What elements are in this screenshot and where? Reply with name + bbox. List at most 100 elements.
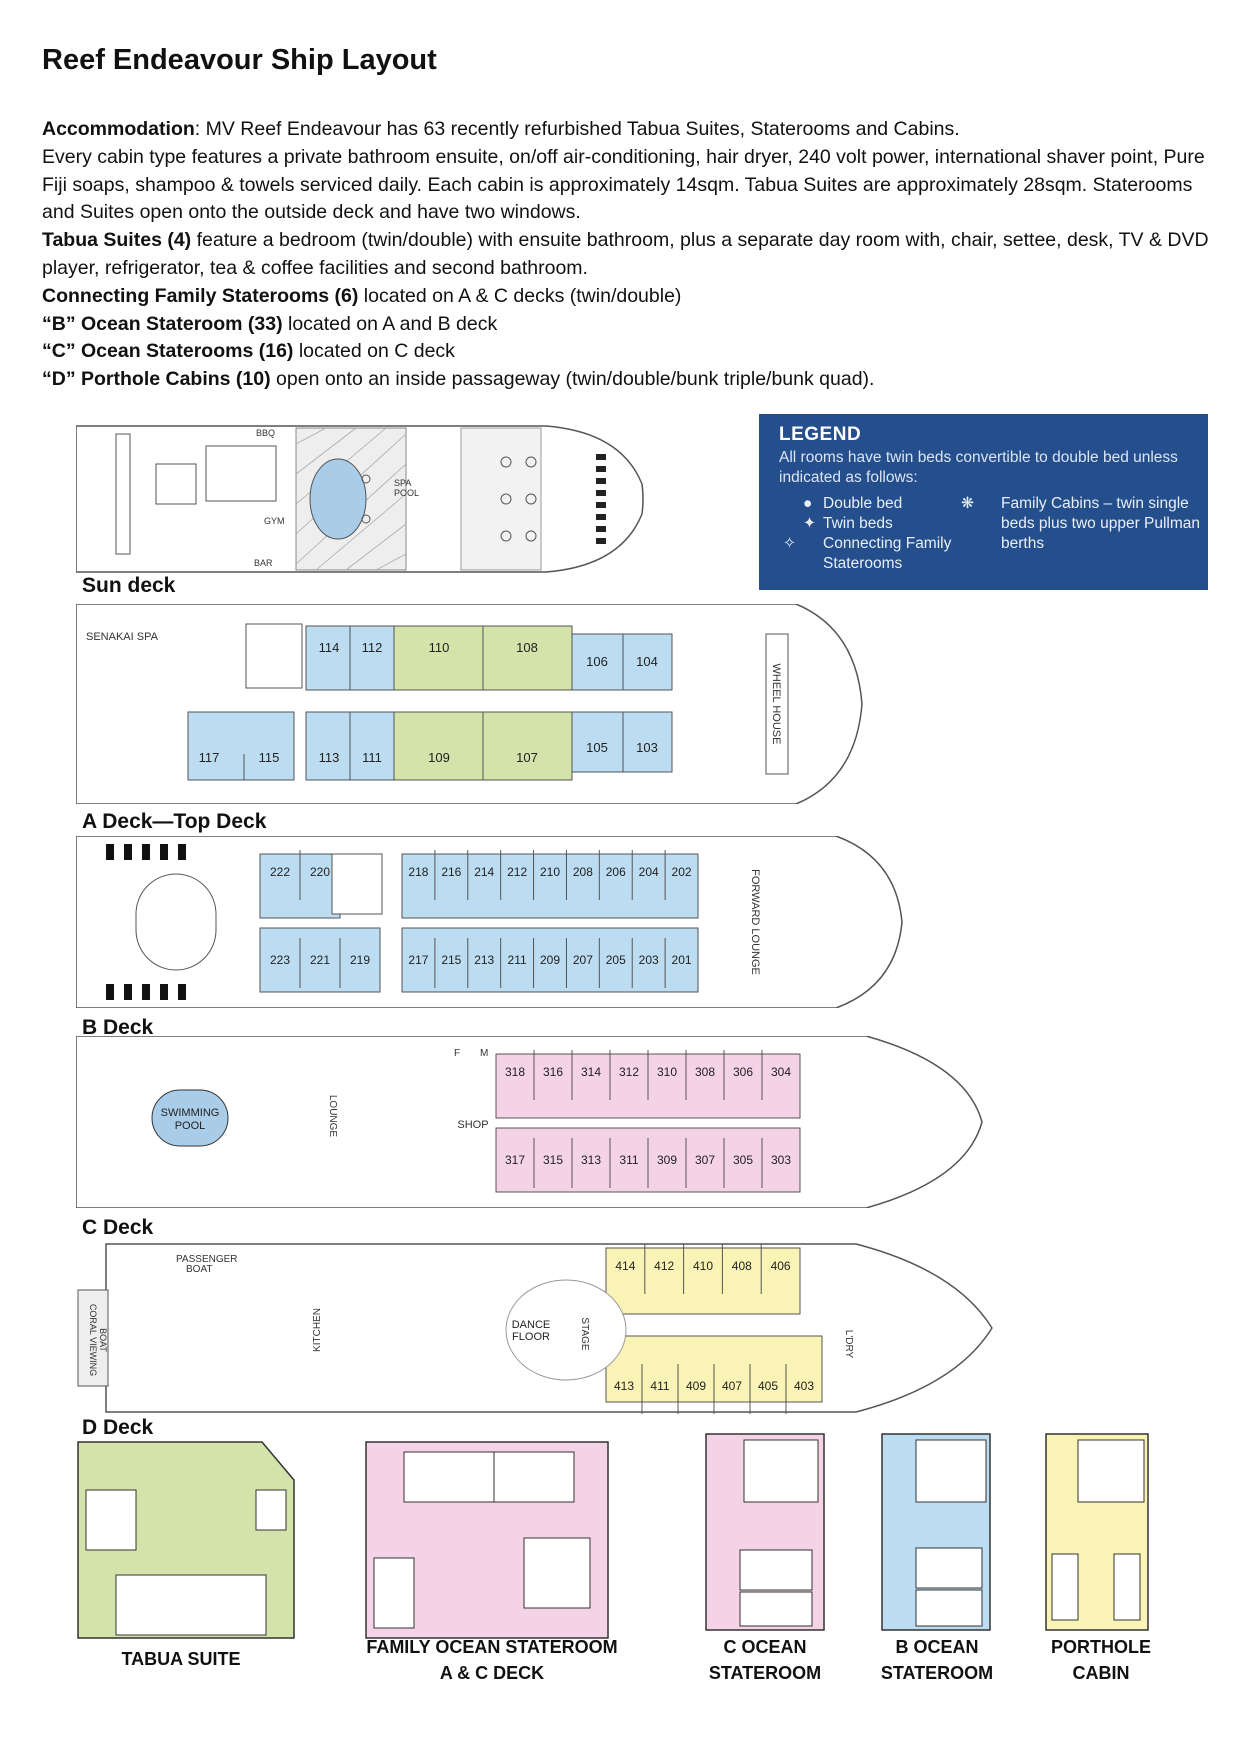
room-label: 405 [758, 1379, 778, 1393]
stage-label: STAGE [579, 1317, 590, 1350]
family-label: Connecting Family Staterooms (6) [42, 284, 359, 307]
a-bottom-block-1 [187, 711, 295, 781]
room-label: 103 [636, 740, 658, 755]
room-label: 207 [573, 953, 593, 967]
legend-box: LEGEND All rooms have twin beds converti… [759, 414, 1208, 590]
room-label: 306 [733, 1065, 753, 1079]
room-label: 220 [310, 865, 330, 879]
dance-label: DANCE [512, 1319, 551, 1331]
swimming-label: SWIMMING [161, 1107, 220, 1119]
tabua-suite-plan [77, 1441, 295, 1639]
room-label: 412 [654, 1259, 674, 1273]
room-label: 113 [319, 750, 340, 765]
room-label: 403 [794, 1379, 814, 1393]
room-label: 318 [505, 1065, 525, 1079]
room-label: 204 [639, 865, 659, 879]
tabua-paragraph: Tabua Suites (4) feature a bedroom (twin… [42, 227, 1212, 283]
d-top-block [605, 1247, 801, 1315]
passenger-boat-label: BOAT [186, 1264, 212, 1275]
c-ocean-paragraph: “C” Ocean Staterooms (16) located on C d… [42, 338, 1212, 366]
legend-item-double: ●Double bed [803, 495, 903, 512]
accommodation-paragraph: Accommodation: MV Reef Endeavour has 63 … [42, 116, 1212, 144]
room-label: 303 [771, 1153, 791, 1167]
b-ocean-plan [881, 1433, 991, 1631]
room-label: 117 [199, 750, 220, 765]
page-title: Reef Endeavour Ship Layout [42, 44, 437, 76]
forward-lounge-label: FORWARD LOUNGE [749, 869, 761, 975]
double-bed-icon: ● [803, 495, 813, 512]
room-label: 115 [259, 750, 280, 765]
room-label: 304 [771, 1065, 791, 1079]
legend-title: LEGEND [779, 424, 862, 445]
a-deck-plan: 114 112 110 108 106 104 117 115 113 111 … [76, 604, 863, 804]
room-label: 110 [429, 640, 450, 655]
a-top-block-1 [305, 625, 405, 691]
m-label: M [480, 1048, 488, 1059]
room-label: 111 [362, 750, 382, 765]
floor-label: FLOOR [512, 1331, 550, 1343]
legend-subtitle: All rooms have twin beds convertible to … [779, 449, 1178, 486]
room-label: 106 [586, 654, 608, 669]
sun-deck-plan: BBQ GYM BAR SPA POOL [76, 425, 644, 573]
legend-item-connecting: ✧Connecting Family Staterooms [783, 535, 952, 572]
room-label: 201 [672, 953, 692, 967]
room-label: 211 [508, 953, 527, 967]
laundry-label: L'DRY [843, 1330, 854, 1359]
room-label: 315 [543, 1153, 563, 1167]
room-label: 202 [672, 865, 692, 879]
accommodation-text: : MV Reef Endeavour has 63 recently refu… [194, 118, 960, 140]
room-label: 206 [606, 865, 626, 879]
c-deck-label: C Deck [82, 1216, 154, 1239]
room-label: 109 [428, 750, 450, 765]
legend-item-twin: ✦Twin beds [803, 515, 893, 532]
room-label: 216 [441, 865, 461, 879]
a-deck-label: A Deck—Top Deck [82, 810, 267, 833]
room-label: 311 [619, 1153, 638, 1167]
room-label: 219 [350, 953, 370, 967]
room-label: 314 [581, 1065, 601, 1079]
room-label: 414 [615, 1259, 635, 1273]
b-bottom-block-1 [259, 927, 381, 993]
tabua-suite-title: TABUA SUITE [121, 1649, 241, 1669]
b-bottom-block-2 [401, 927, 699, 993]
passenger-label: PASSENGER [176, 1254, 238, 1265]
pool-label: POOL [175, 1120, 206, 1132]
b-ocean-paragraph: “B” Ocean Stateroom (33) located on A an… [42, 311, 1212, 339]
room-label: 203 [639, 953, 659, 967]
kitchen-label: KITCHEN [312, 1308, 323, 1352]
room-label: 205 [606, 953, 626, 967]
porthole-text: open onto an inside passageway (twin/dou… [270, 368, 875, 391]
features-paragraph: Every cabin type features a private bath… [42, 145, 1205, 224]
room-label: 305 [733, 1153, 753, 1167]
room-label: 317 [505, 1153, 525, 1167]
room-label: 308 [695, 1065, 715, 1079]
family-stateroom-plan [365, 1441, 609, 1639]
room-label: 408 [732, 1259, 752, 1273]
d-deck-label: D Deck [82, 1416, 154, 1439]
room-label: 105 [586, 740, 608, 755]
b-deck-label: B Deck [82, 1016, 154, 1039]
room-label: 413 [614, 1379, 634, 1393]
sun-deck-label: Sun deck [82, 574, 176, 597]
accommodation-label: Accommodation [42, 118, 195, 140]
tabua-label: Tabua Suites (4) [42, 229, 192, 252]
room-label: 316 [543, 1065, 563, 1079]
a-top-block-3 [571, 633, 673, 691]
room-label: 217 [408, 953, 428, 967]
tabua-text: feature a bedroom (twin/double) with ens… [42, 229, 1209, 279]
room-label: 310 [657, 1065, 677, 1079]
room-label: 108 [516, 640, 538, 655]
b-ocean-label: “B” Ocean Stateroom (33) [42, 312, 283, 335]
room-label: 218 [408, 865, 428, 879]
sun-pool-label: POOL [394, 488, 419, 498]
sun-bbq-label: BBQ [256, 428, 275, 438]
family-cabin-icon: ❋ [961, 495, 974, 512]
coral-boat-label: BOAT [98, 1328, 108, 1352]
c-ocean-label: “C” Ocean Staterooms (16) [42, 340, 294, 363]
room-label: 104 [636, 654, 658, 669]
sun-spa-label: SPA [394, 478, 411, 488]
room-label: 411 [650, 1379, 669, 1393]
